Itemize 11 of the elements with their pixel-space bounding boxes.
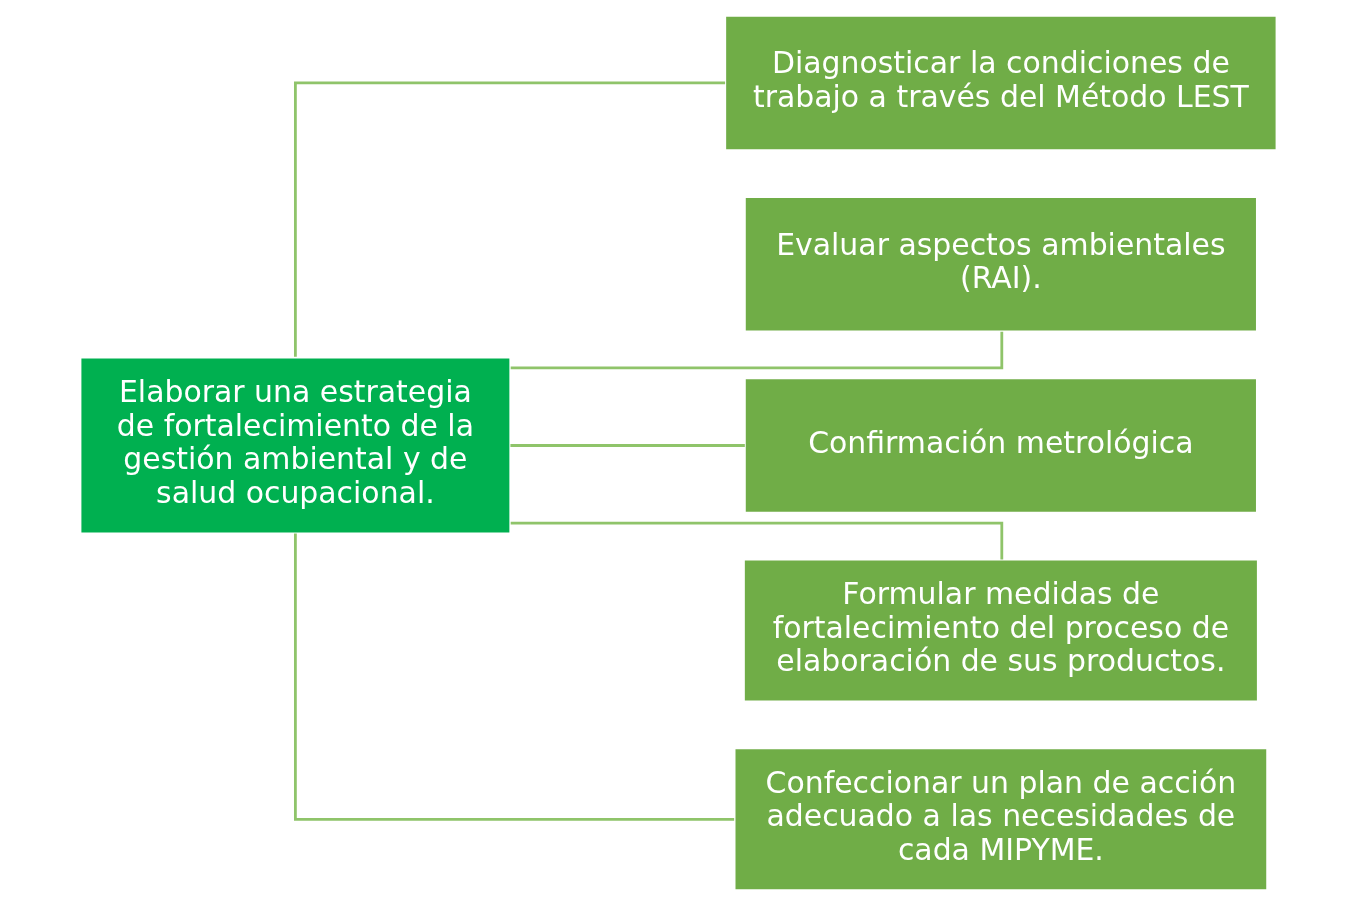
node-box: Formular medidas de fortalecimiento del proceso de elaboración de sus productos. bbox=[742, 558, 1259, 703]
connector bbox=[293, 533, 734, 821]
node-box: Confirmación metrológica bbox=[743, 377, 1258, 514]
connector bbox=[510, 521, 1003, 560]
node-box: Evaluar aspectos ambientales (RAI). bbox=[743, 196, 1258, 333]
node-box: Confeccionar un plan de acción adecuado a las necesidades de cada MIPYME. bbox=[733, 747, 1268, 892]
node-box: Diagnosticar la condiciones de trabajo a través del Método LEST bbox=[723, 14, 1277, 152]
node-box: Elaborar una estrategia de fortalecimiento de la gestión ambiental y de salud ocupacional. bbox=[79, 356, 511, 535]
connector bbox=[510, 331, 1003, 370]
connector bbox=[293, 81, 725, 357]
connector bbox=[509, 444, 745, 447]
